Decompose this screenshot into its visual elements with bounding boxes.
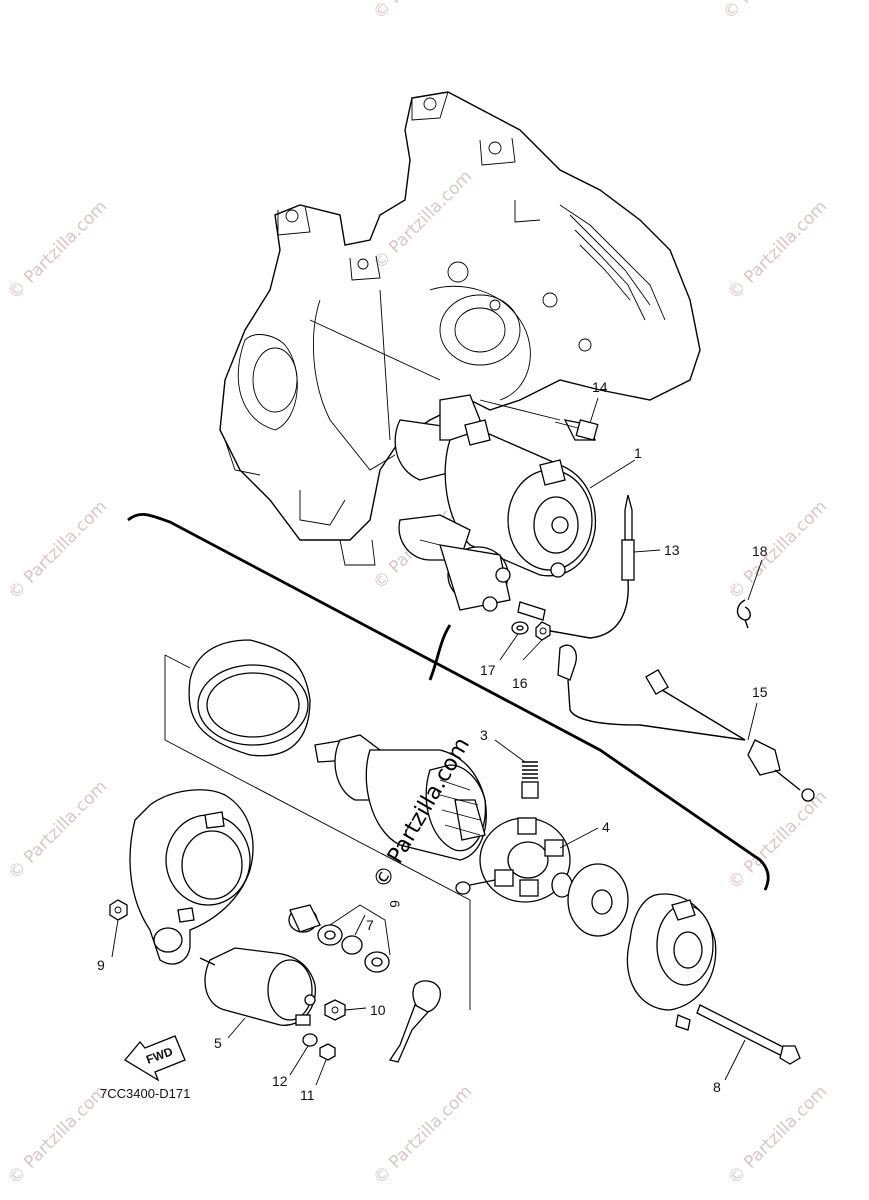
callout-4: 4 [602, 819, 610, 835]
svg-text:© Partzilla.com: © Partzilla.com [4, 497, 111, 604]
positive-lead-13 [517, 494, 635, 639]
yoke-housing [188, 639, 311, 757]
svg-text:© Partzilla.com: © Partzilla.com [4, 777, 111, 884]
bushing-washer [551, 863, 629, 937]
solenoid-5 [199, 947, 316, 1026]
assembly-frame-lines [164, 654, 471, 1010]
starter-motor-assembly [394, 394, 597, 612]
nut-10-11-12 [302, 999, 346, 1061]
armature [314, 734, 487, 861]
pinion-washers-6-7 [288, 904, 391, 973]
callout-16: 16 [512, 675, 528, 691]
callout-14: 14 [592, 379, 608, 395]
callout-11: 11 [300, 1087, 315, 1103]
shift-lever [388, 980, 441, 1063]
callout-8: 8 [713, 1079, 721, 1095]
svg-text:© Partzilla.com: © Partzilla.com [724, 1082, 831, 1189]
svg-text:© Partzilla.com: © Partzilla.com [719, 0, 826, 24]
callout-6: 6 [387, 900, 403, 908]
front-bracket [129, 789, 254, 965]
nut-16-washer-17 [511, 621, 551, 641]
through-bolt-8 [696, 1004, 801, 1065]
callout-7: 7 [366, 917, 374, 933]
bolt-14 [554, 419, 599, 441]
fwd-arrow: FWD [124, 1035, 186, 1082]
callout-13: 13 [664, 542, 680, 558]
svg-text:© Partzilla.com: © Partzilla.com [4, 1082, 111, 1189]
leader-lines [111, 397, 763, 1086]
rear-cover [626, 893, 717, 1031]
wire-harness-15 [557, 644, 815, 802]
clip-18 [736, 599, 751, 629]
callout-10: 10 [370, 1002, 386, 1018]
callout-18: 18 [752, 543, 768, 559]
callout-3: 3 [480, 727, 488, 743]
svg-text:© Partzilla.com: © Partzilla.com [369, 0, 476, 24]
callout-numbers: 1 3 4 5 6 7 8 9 10 11 12 13 14 15 16 17 … [97, 379, 768, 1103]
diagram-code: 7CC3400-D171 [100, 1086, 190, 1101]
svg-text:© Partzilla.com: © Partzilla.com [724, 197, 831, 304]
brush-holder-4 [455, 817, 571, 903]
svg-text:© Partzilla.com: © Partzilla.com [369, 167, 476, 274]
nut-9 [109, 899, 128, 921]
callout-15: 15 [752, 684, 768, 700]
svg-text:© Partzilla.com: © Partzilla.com [724, 787, 831, 894]
crankcase-outline [219, 91, 701, 566]
callout-12: 12 [272, 1073, 288, 1089]
exploded-view-boundary [127, 512, 770, 891]
svg-text:© Partzilla.com: © Partzilla.com [4, 197, 111, 304]
callout-9: 9 [97, 957, 105, 973]
brush-spring-3 [521, 761, 539, 799]
svg-text:© Partzilla.com: © Partzilla.com [724, 497, 831, 604]
callout-17: 17 [480, 662, 496, 678]
callout-1: 1 [634, 445, 642, 461]
callout-5: 5 [214, 1035, 222, 1051]
svg-text:© Partzilla.com: © Partzilla.com [369, 1082, 476, 1189]
